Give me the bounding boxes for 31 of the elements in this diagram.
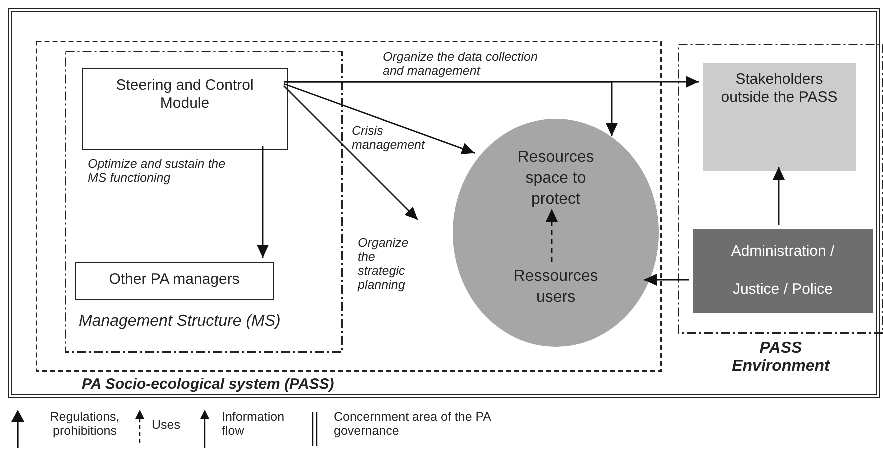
node-text: Steering and Control Module — [115, 76, 255, 114]
group-title: Management Structure (MS) — [79, 313, 281, 331]
legend-label: Uses — [152, 418, 182, 432]
authority-box — [693, 229, 873, 313]
arrow — [773, 167, 785, 225]
group-title: PASS Environment — [731, 340, 832, 376]
legend-label: Concernment area of the PA governance — [334, 410, 492, 438]
dashed-arrow — [546, 209, 558, 262]
node-text: Resources space to protect — [516, 148, 596, 210]
arrow — [257, 146, 269, 258]
edge-label: Crisis management — [352, 124, 426, 152]
arrow — [284, 81, 618, 136]
resource-ellipse — [453, 119, 659, 347]
edge-label: Organize the data collection and management — [383, 50, 539, 78]
managers-box — [75, 262, 274, 300]
node-text: Administration / Justice / Police — [730, 242, 836, 300]
edge-label: Organize the strategic planning — [358, 236, 410, 292]
arrow — [284, 86, 418, 220]
arrow — [284, 83, 476, 154]
group-title: PA Socio-ecological system (PASS) — [82, 376, 334, 393]
legend-label: Information flow — [222, 410, 286, 438]
structure-boundary — [65, 51, 343, 353]
legend-label: Regulations, prohibitions — [49, 410, 121, 438]
module-box — [82, 68, 288, 150]
edge-label: Optimize and sustain the MS functioning — [88, 157, 227, 185]
governance-area-frame — [8, 8, 880, 398]
arrow — [644, 274, 689, 286]
stakeholders-box — [703, 63, 856, 171]
node-text: Ressources users — [512, 267, 600, 308]
node-text: Stakeholders outside the PASS — [720, 70, 839, 108]
node-text: Other PA managers — [108, 270, 241, 290]
